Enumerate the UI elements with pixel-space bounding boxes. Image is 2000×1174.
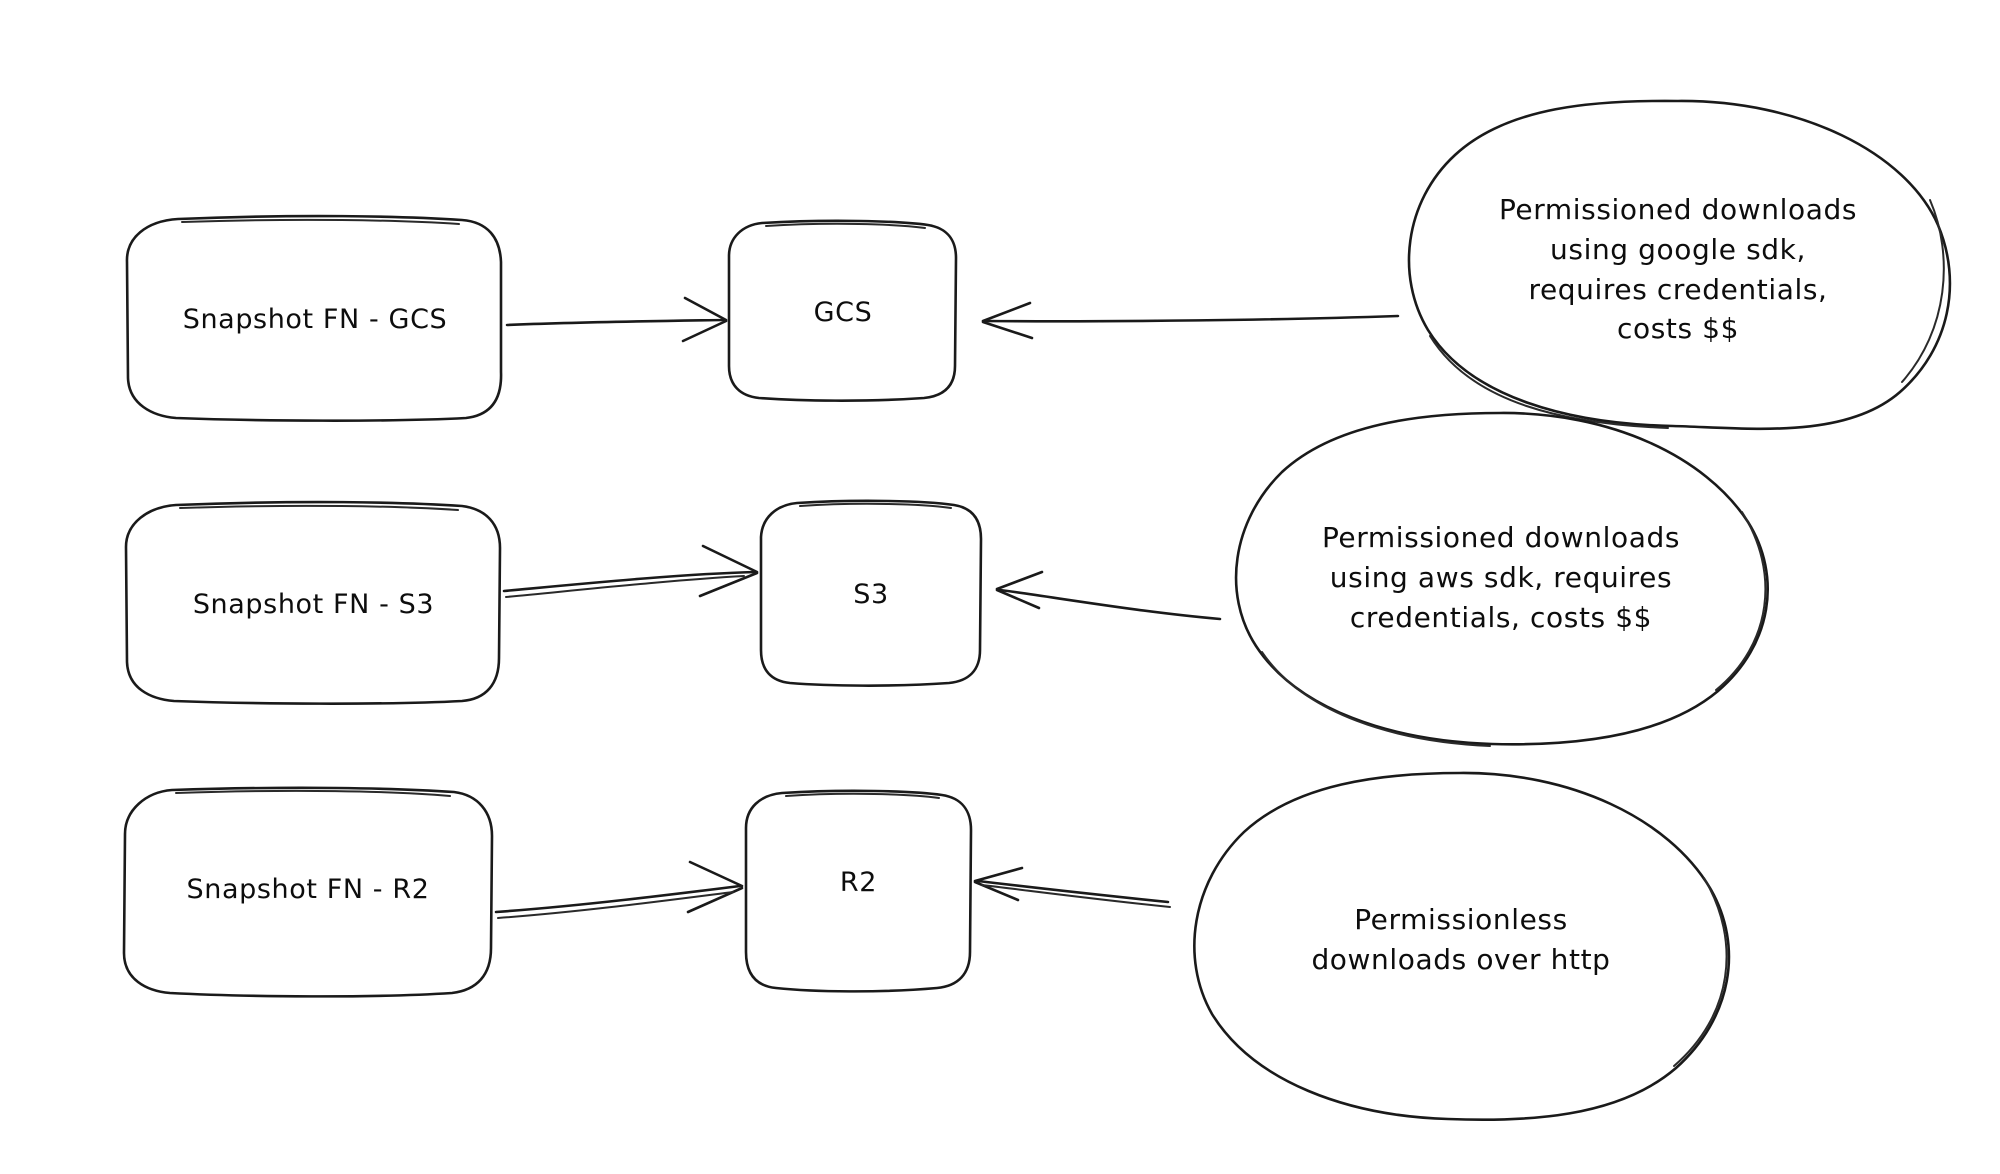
arrow-snapshot-r2-to-r2 [494, 860, 744, 919]
node-r2[interactable] [744, 789, 973, 993]
hit-node-gcs[interactable] [728, 222, 957, 400]
hit-note-s3[interactable] [1234, 410, 1786, 748]
node-snapshot-fn-r2[interactable] [122, 786, 494, 998]
note-r2[interactable] [1193, 771, 1731, 1122]
node-s3[interactable] [759, 499, 983, 687]
node-snapshot-fn-gcs[interactable] [125, 214, 503, 422]
node-gcs[interactable] [727, 219, 958, 402]
arrow-note-gcs-to-gcs [981, 301, 1400, 340]
arrow-note-r2-to-r2 [973, 866, 1171, 908]
hit-note-r2[interactable] [1190, 770, 1720, 1122]
arrow-snapshot-gcs-to-gcs [505, 296, 728, 343]
hit-node-r2[interactable] [745, 790, 972, 990]
hit-node-snapshot-fn-gcs[interactable] [126, 218, 502, 420]
hit-note-gcs[interactable] [1410, 98, 1950, 430]
note-gcs[interactable] [1407, 99, 1952, 431]
hit-node-s3[interactable] [760, 500, 982, 686]
arrow-snapshot-s3-to-s3 [502, 544, 759, 598]
arrow-note-s3-to-s3 [995, 570, 1222, 621]
hit-node-snapshot-fn-r2[interactable] [123, 786, 493, 998]
node-snapshot-fn-s3[interactable] [124, 500, 502, 705]
hit-node-snapshot-fn-s3[interactable] [125, 500, 501, 706]
note-s3[interactable] [1234, 411, 1769, 747]
